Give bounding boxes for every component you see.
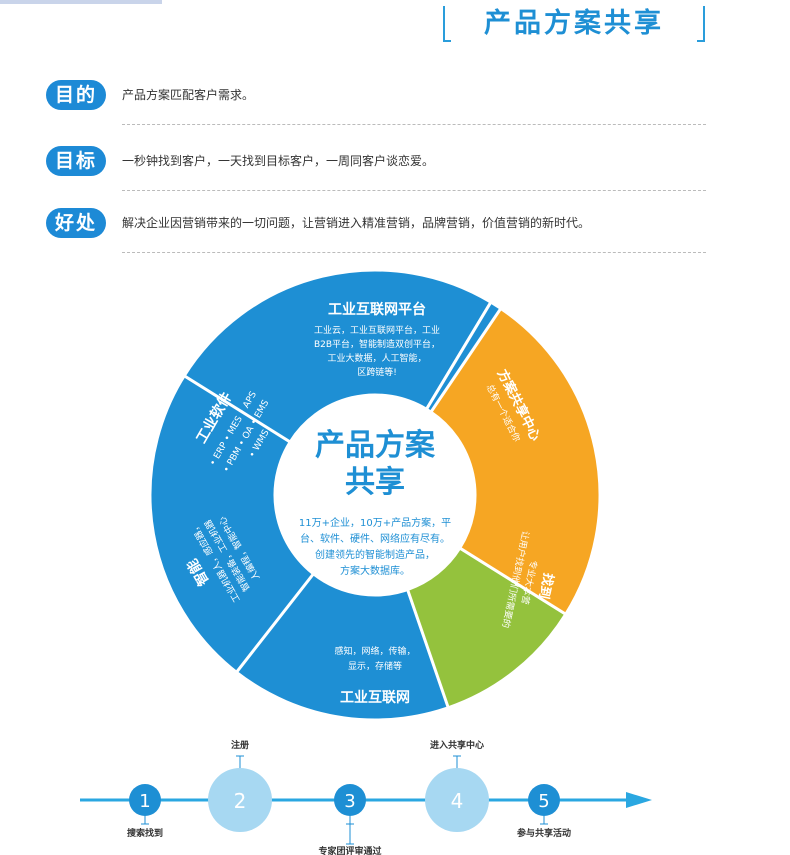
segment-text: B2B平台，智能制造双创平台，: [314, 338, 440, 350]
step-label: 进入共享中心: [430, 739, 484, 751]
step-label: 专家团评审通过: [318, 845, 381, 855]
step-halo: [208, 768, 272, 832]
purpose-badge: 目的: [46, 80, 106, 110]
segment-text: 区跨链等!: [357, 366, 397, 378]
divider: [122, 252, 706, 253]
step-number: 4: [451, 789, 464, 813]
page-header: 产品方案共享: [443, 6, 705, 46]
segment-text: 显示，存储等: [348, 660, 402, 672]
benefit-text: 解决企业因营销带来的一切问题，让营销进入精准营销，品牌营销，价值营销的新时代。: [122, 216, 591, 230]
segment-text: 感知，网络，传输，: [334, 645, 415, 657]
step-number: 2: [234, 789, 247, 813]
step-label: 注册: [231, 739, 249, 751]
segment-text: 工业大数据，人工智能，: [327, 352, 426, 364]
center-title-line2: 共享: [345, 465, 405, 500]
segment-title: 找到: [535, 571, 556, 600]
goal-row: 目标 一秒钟找到客户，一天找到目标客户，一周同客户谈恋爱。: [46, 146, 706, 202]
header-bracket-right: [697, 6, 705, 42]
wheel-center: [275, 395, 475, 595]
goal-text: 一秒钟找到客户，一天找到目标客户，一周同客户谈恋爱。: [122, 154, 435, 168]
segment-text: 工业云，工业互联网平台，工业: [314, 324, 440, 336]
divider: [122, 124, 706, 125]
step-circle: [129, 784, 161, 816]
step-circle: [334, 784, 366, 816]
timeline-step-5: 5 参与共享活动: [517, 784, 571, 839]
center-title-line1: 产品方案: [315, 428, 436, 463]
timeline-step-2: 2 注册: [208, 739, 272, 832]
step-halo: [425, 768, 489, 832]
benefit-badge: 好处: [46, 208, 106, 238]
segment-title: 工业互联网: [340, 690, 410, 706]
step-number: 3: [344, 791, 355, 812]
purpose-text: 产品方案匹配客户需求。: [122, 88, 255, 102]
benefit-row: 好处 解决企业因营销带来的一切问题，让营销进入精准营销，品牌营销，价值营销的新时…: [46, 208, 706, 264]
wheel-segment-4-labels: 感知，网络，传输， 显示，存储等: [334, 645, 415, 672]
divider: [122, 190, 706, 191]
timeline-step-1: 1 搜索找到: [127, 784, 163, 839]
timeline-step-4: 4 进入共享中心: [425, 739, 489, 832]
segment-title: 工业互联网平台: [328, 301, 426, 318]
header-bracket-left: [443, 6, 451, 42]
center-description: 方案大数据库。: [340, 564, 410, 577]
step-label: 参与共享活动: [517, 827, 571, 839]
center-description: 创建领先的智能制造产品，: [315, 548, 435, 561]
step-circle: [528, 784, 560, 816]
top-tab[interactable]: [0, 0, 162, 4]
timeline-arrow-icon: [626, 792, 652, 808]
goal-badge: 目标: [46, 146, 106, 176]
center-description: 台、软件、硬件、网络应有尽有。: [300, 532, 450, 545]
center-description: 11万+企业，10万+产品方案，平: [299, 516, 451, 529]
step-number: 5: [538, 791, 549, 812]
page-title: 产品方案共享: [484, 8, 664, 39]
purpose-row: 目的 产品方案匹配客户需求。: [46, 80, 706, 136]
process-timeline: 1 搜索找到 2 注册 3 专家团评审通过 4 进入共享中心 5 参与共享活动: [80, 739, 652, 855]
step-number: 1: [139, 791, 150, 812]
step-label: 搜索找到: [127, 827, 163, 839]
